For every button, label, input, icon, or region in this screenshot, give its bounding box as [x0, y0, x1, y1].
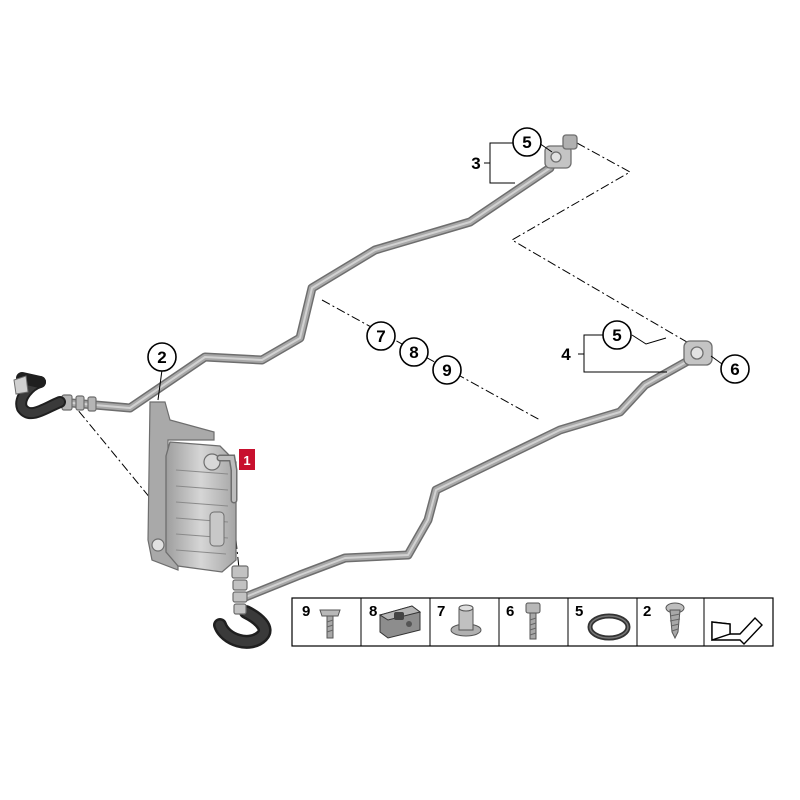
legend-num-7: 7 [437, 603, 445, 620]
leader-line-cooler-bottom [235, 539, 241, 579]
callout-4-label: 4 [561, 345, 571, 364]
callout-5b-label: 5 [612, 326, 621, 345]
bottom-rubber-hose [213, 565, 272, 649]
callout-6: 6 [720, 354, 750, 384]
callout-9-label: 9 [442, 361, 451, 380]
legend-num-6: 6 [506, 603, 514, 620]
callout-1[interactable]: 1 [239, 449, 255, 470]
grommet-icon [450, 604, 482, 637]
leader-line-left [67, 397, 161, 511]
oil-cooler [147, 401, 238, 573]
callout-8: 8 [399, 337, 429, 367]
callout-4: 4 [561, 345, 571, 364]
callout-6-label: 6 [730, 360, 739, 379]
bracket-3 [489, 142, 515, 184]
leader-2 [157, 369, 163, 401]
legend-item-2[interactable]: 2 [643, 602, 685, 640]
callout-8-label: 8 [409, 343, 418, 362]
callout-7-label: 7 [376, 327, 385, 346]
upper-right-fitting [544, 134, 578, 169]
upper-oil-line [55, 163, 555, 413]
o-ring-icon [587, 613, 631, 641]
legend-num-8: 8 [369, 603, 377, 620]
leader-lines [67, 142, 693, 579]
leader-line-middle [321, 299, 541, 421]
leader-6 [710, 355, 723, 365]
callout-7: 7 [366, 321, 396, 351]
callout-5a-label: 5 [522, 133, 531, 152]
callout-2-label: 2 [157, 348, 166, 367]
legend-item-5[interactable]: 5 [575, 603, 631, 641]
callout-2: 2 [147, 342, 177, 372]
legend-num-5: 5 [575, 603, 583, 620]
legend-item-6[interactable]: 6 [506, 602, 541, 640]
callout-5b: 5 [602, 320, 632, 350]
leader-5b [631, 334, 667, 345]
left-rubber-hose [13, 372, 66, 419]
tapping-screw-icon [665, 602, 685, 640]
legend-num-9: 9 [302, 603, 310, 620]
callout-3: 3 [471, 154, 480, 173]
bolt-icon [319, 609, 341, 639]
lower-oil-line [238, 352, 700, 603]
legend-item-7[interactable]: 7 [437, 603, 482, 637]
screw-icon [525, 602, 541, 640]
callout-9: 9 [432, 355, 462, 385]
leader-line-upper-right [511, 142, 693, 346]
callout-3-label: 3 [471, 154, 480, 173]
legend-item-9[interactable]: 9 [302, 603, 341, 639]
assembly-arrow-icon [711, 616, 763, 646]
legend-item-8[interactable]: 8 [369, 603, 422, 639]
lower-right-fitting [683, 340, 713, 366]
callout-5a: 5 [512, 127, 542, 157]
clip-icon [378, 605, 422, 639]
callout-1-label: 1 [243, 453, 250, 468]
parts-legend: 9 8 7 [291, 597, 774, 647]
legend-num-2: 2 [643, 603, 651, 620]
